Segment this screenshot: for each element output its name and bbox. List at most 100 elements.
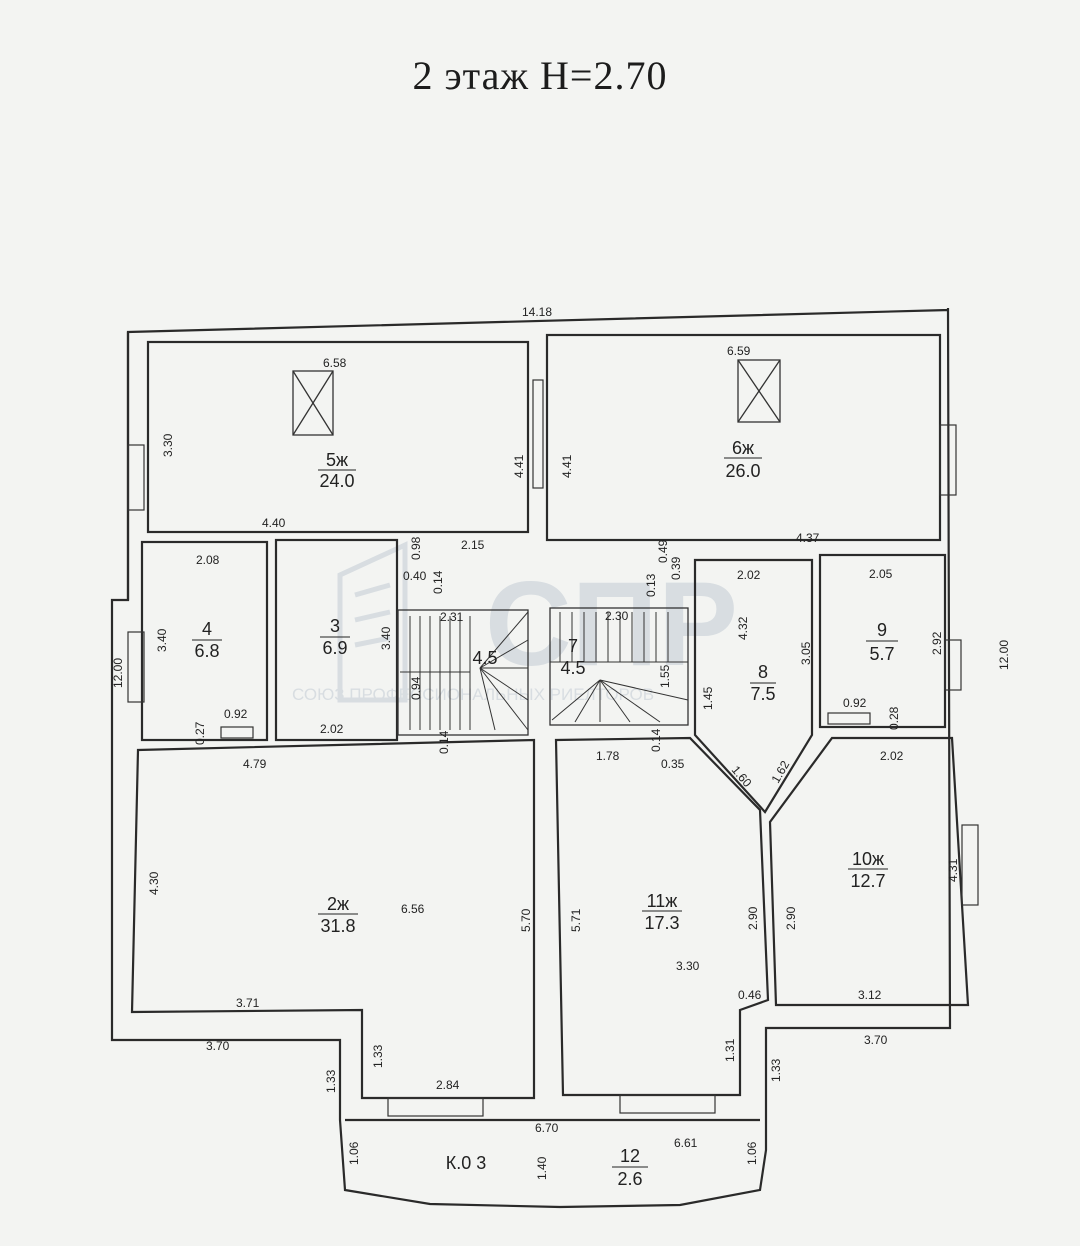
dim-label: 6.61 <box>674 1136 698 1150</box>
window <box>532 379 544 489</box>
dim-label: 3.30 <box>161 433 175 457</box>
dim-label: 3.12 <box>858 988 882 1002</box>
room-3-outline <box>274 538 399 742</box>
stair-left-outline <box>397 609 529 736</box>
dim-label: 4.40 <box>262 516 286 530</box>
dim-label: 0.14 <box>437 730 451 754</box>
dim-label: 1.78 <box>596 749 620 763</box>
dim-label: 5.70 <box>519 908 533 932</box>
dim-label: 0.98 <box>409 536 423 560</box>
dim-label: 1.33 <box>769 1058 783 1082</box>
dim-label: 0.46 <box>738 988 762 1002</box>
room-4-outline <box>140 540 269 742</box>
dim-label: 2.05 <box>869 567 893 581</box>
room-2-outline <box>130 738 536 1100</box>
dim-label: 0.39 <box>669 556 683 580</box>
dim-label: 2.02 <box>320 722 344 736</box>
room-3-number: 3 <box>330 616 340 636</box>
marker-label: К.0 3 <box>446 1153 487 1173</box>
dim-label: 1.45 <box>701 686 715 710</box>
dim-label: 12.00 <box>111 658 125 688</box>
dim-label: 0.92 <box>224 707 248 721</box>
dim-label: 0.94 <box>409 676 423 700</box>
dim-label: 4.31 <box>946 858 960 882</box>
dim-label: 1.31 <box>723 1038 737 1062</box>
room-6-area: 26.0 <box>725 461 760 481</box>
stair-left-area: 4.5 <box>472 648 497 668</box>
window <box>619 1094 716 1114</box>
dim-label: 6.58 <box>323 356 347 370</box>
dim-label: 4.32 <box>736 616 750 640</box>
stair-treads <box>400 611 689 731</box>
room-10-number: 10ж <box>852 849 884 869</box>
floor-title: 2 этаж Н=2.70 <box>412 53 668 98</box>
dim-label: 0.14 <box>431 570 445 594</box>
room-2-number: 2ж <box>327 894 349 914</box>
room-8-area: 7.5 <box>750 684 775 704</box>
dim-label: 2.90 <box>746 906 760 930</box>
skylight-icon <box>737 359 781 423</box>
room-5-number: 5ж <box>326 450 348 470</box>
room-labels: 5ж 24.0 6ж 26.0 4 6.8 3 6.9 4.5 7 4.5 8 … <box>192 438 898 1189</box>
dim-label: 2.92 <box>930 631 944 655</box>
room-11-area: 17.3 <box>644 913 679 933</box>
window <box>944 639 962 691</box>
room-6-number: 6ж <box>732 438 754 458</box>
dim-label: 0.14 <box>649 728 663 752</box>
skylight-icon <box>292 370 334 436</box>
window <box>961 824 979 906</box>
watermark-text: СОЮЗ ПРОФЕССИОНАЛЬНЫХ РИЕЛТОРОВ <box>292 685 654 704</box>
dim-label: 3.71 <box>236 996 260 1010</box>
dim-label: 4.30 <box>147 871 161 895</box>
vertical-dimension-labels: 3.30 4.41 4.41 0.98 0.14 0.49 0.13 0.39 … <box>111 433 1011 1180</box>
room-10-outline <box>768 736 970 1007</box>
dim-label: 0.40 <box>403 569 427 583</box>
room-3-area: 6.9 <box>322 638 347 658</box>
dim-label: 3.40 <box>155 628 169 652</box>
room-5-area: 24.0 <box>319 471 354 491</box>
dim-label: 1.60 <box>729 763 755 790</box>
stair-right-number: 7 <box>568 636 578 656</box>
dim-label: 1.06 <box>347 1141 361 1165</box>
dim-label: 2.90 <box>784 906 798 930</box>
window <box>939 424 957 496</box>
window <box>127 444 145 511</box>
watermark-building-icon <box>337 541 408 703</box>
stair-right-outline <box>549 607 689 726</box>
dim-label: 1.06 <box>745 1141 759 1165</box>
dim-label: 3.40 <box>379 626 393 650</box>
room-10-area: 12.7 <box>850 871 885 891</box>
dim-label: 2.08 <box>196 553 220 567</box>
dim-label: 6.56 <box>401 902 425 916</box>
room-4-area: 6.8 <box>194 641 219 661</box>
room-8-outline <box>693 558 814 814</box>
dim-label: 4.41 <box>560 454 574 478</box>
room-2-area: 31.8 <box>320 916 355 936</box>
dimension-labels: 14.18 6.58 6.59 4.40 2.15 0.40 4.37 2.08… <box>196 305 904 1150</box>
dim-label: 12.00 <box>997 640 1011 670</box>
dim-label: 2.30 <box>605 609 629 623</box>
room-12-area: 2.6 <box>617 1169 642 1189</box>
room-9-number: 9 <box>877 620 887 640</box>
stair-right-area: 4.5 <box>560 658 585 678</box>
dim-label: 14.18 <box>522 305 552 319</box>
dim-label: 1.55 <box>658 664 672 688</box>
vent <box>827 712 871 725</box>
window <box>387 1097 484 1117</box>
dim-label: 4.41 <box>512 454 526 478</box>
dim-label: 6.59 <box>727 344 751 358</box>
vent <box>220 726 254 739</box>
dim-label: 0.28 <box>887 706 901 730</box>
dim-label: 2.84 <box>436 1078 460 1092</box>
dim-label: 3.30 <box>676 959 700 973</box>
windows <box>127 379 979 1117</box>
dim-label: 4.37 <box>796 531 820 545</box>
room-12-number: 12 <box>620 1146 640 1166</box>
dim-label: 4.79 <box>243 757 267 771</box>
room-8-number: 8 <box>758 662 768 682</box>
dim-label: 1.33 <box>371 1044 385 1068</box>
outer-walls <box>110 307 952 1209</box>
dim-label: 3.05 <box>799 641 813 665</box>
watermark-brand: СПР <box>485 557 738 691</box>
